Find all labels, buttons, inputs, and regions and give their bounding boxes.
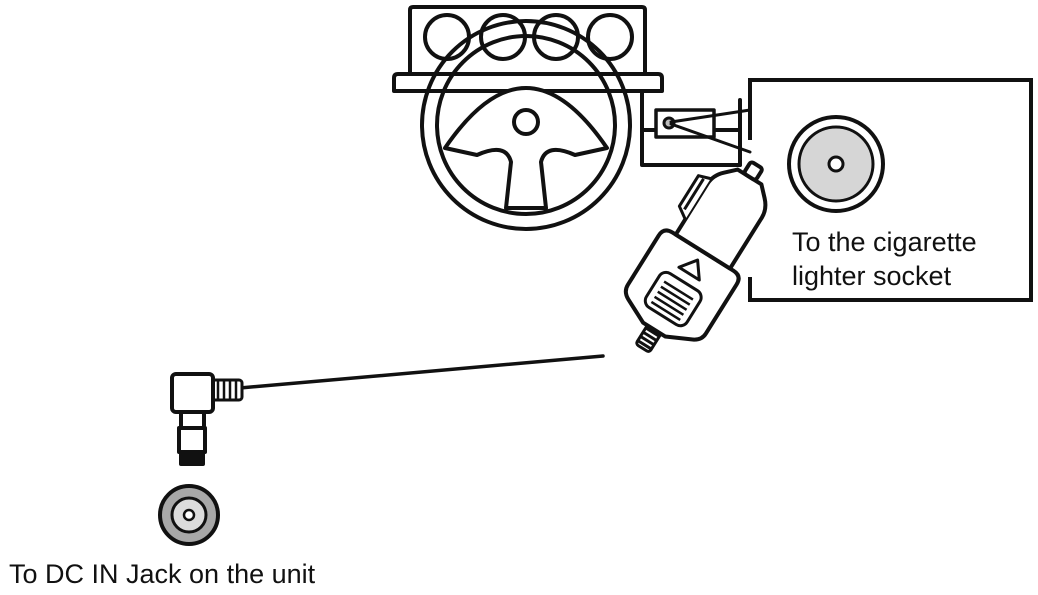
lighter-socket-label-line1: To the cigarette	[792, 227, 977, 257]
dc-in-jack-label: To DC IN Jack on the unit	[9, 559, 316, 589]
cigarette-lighter-socket-icon	[787, 115, 885, 213]
dashboard-icon	[392, 5, 752, 167]
socket-callout-frame	[748, 78, 1033, 302]
dc-plug-icon	[170, 372, 244, 466]
steering-wheel-icon	[420, 19, 632, 231]
lighter-socket-label-line2: lighter socket	[792, 261, 952, 291]
car-adapter-plug-icon	[623, 160, 768, 353]
lighter-socket-label: To the cigarette lighter socket	[792, 225, 977, 293]
power-cable	[238, 354, 605, 390]
dc-in-jack-icon	[158, 484, 220, 546]
